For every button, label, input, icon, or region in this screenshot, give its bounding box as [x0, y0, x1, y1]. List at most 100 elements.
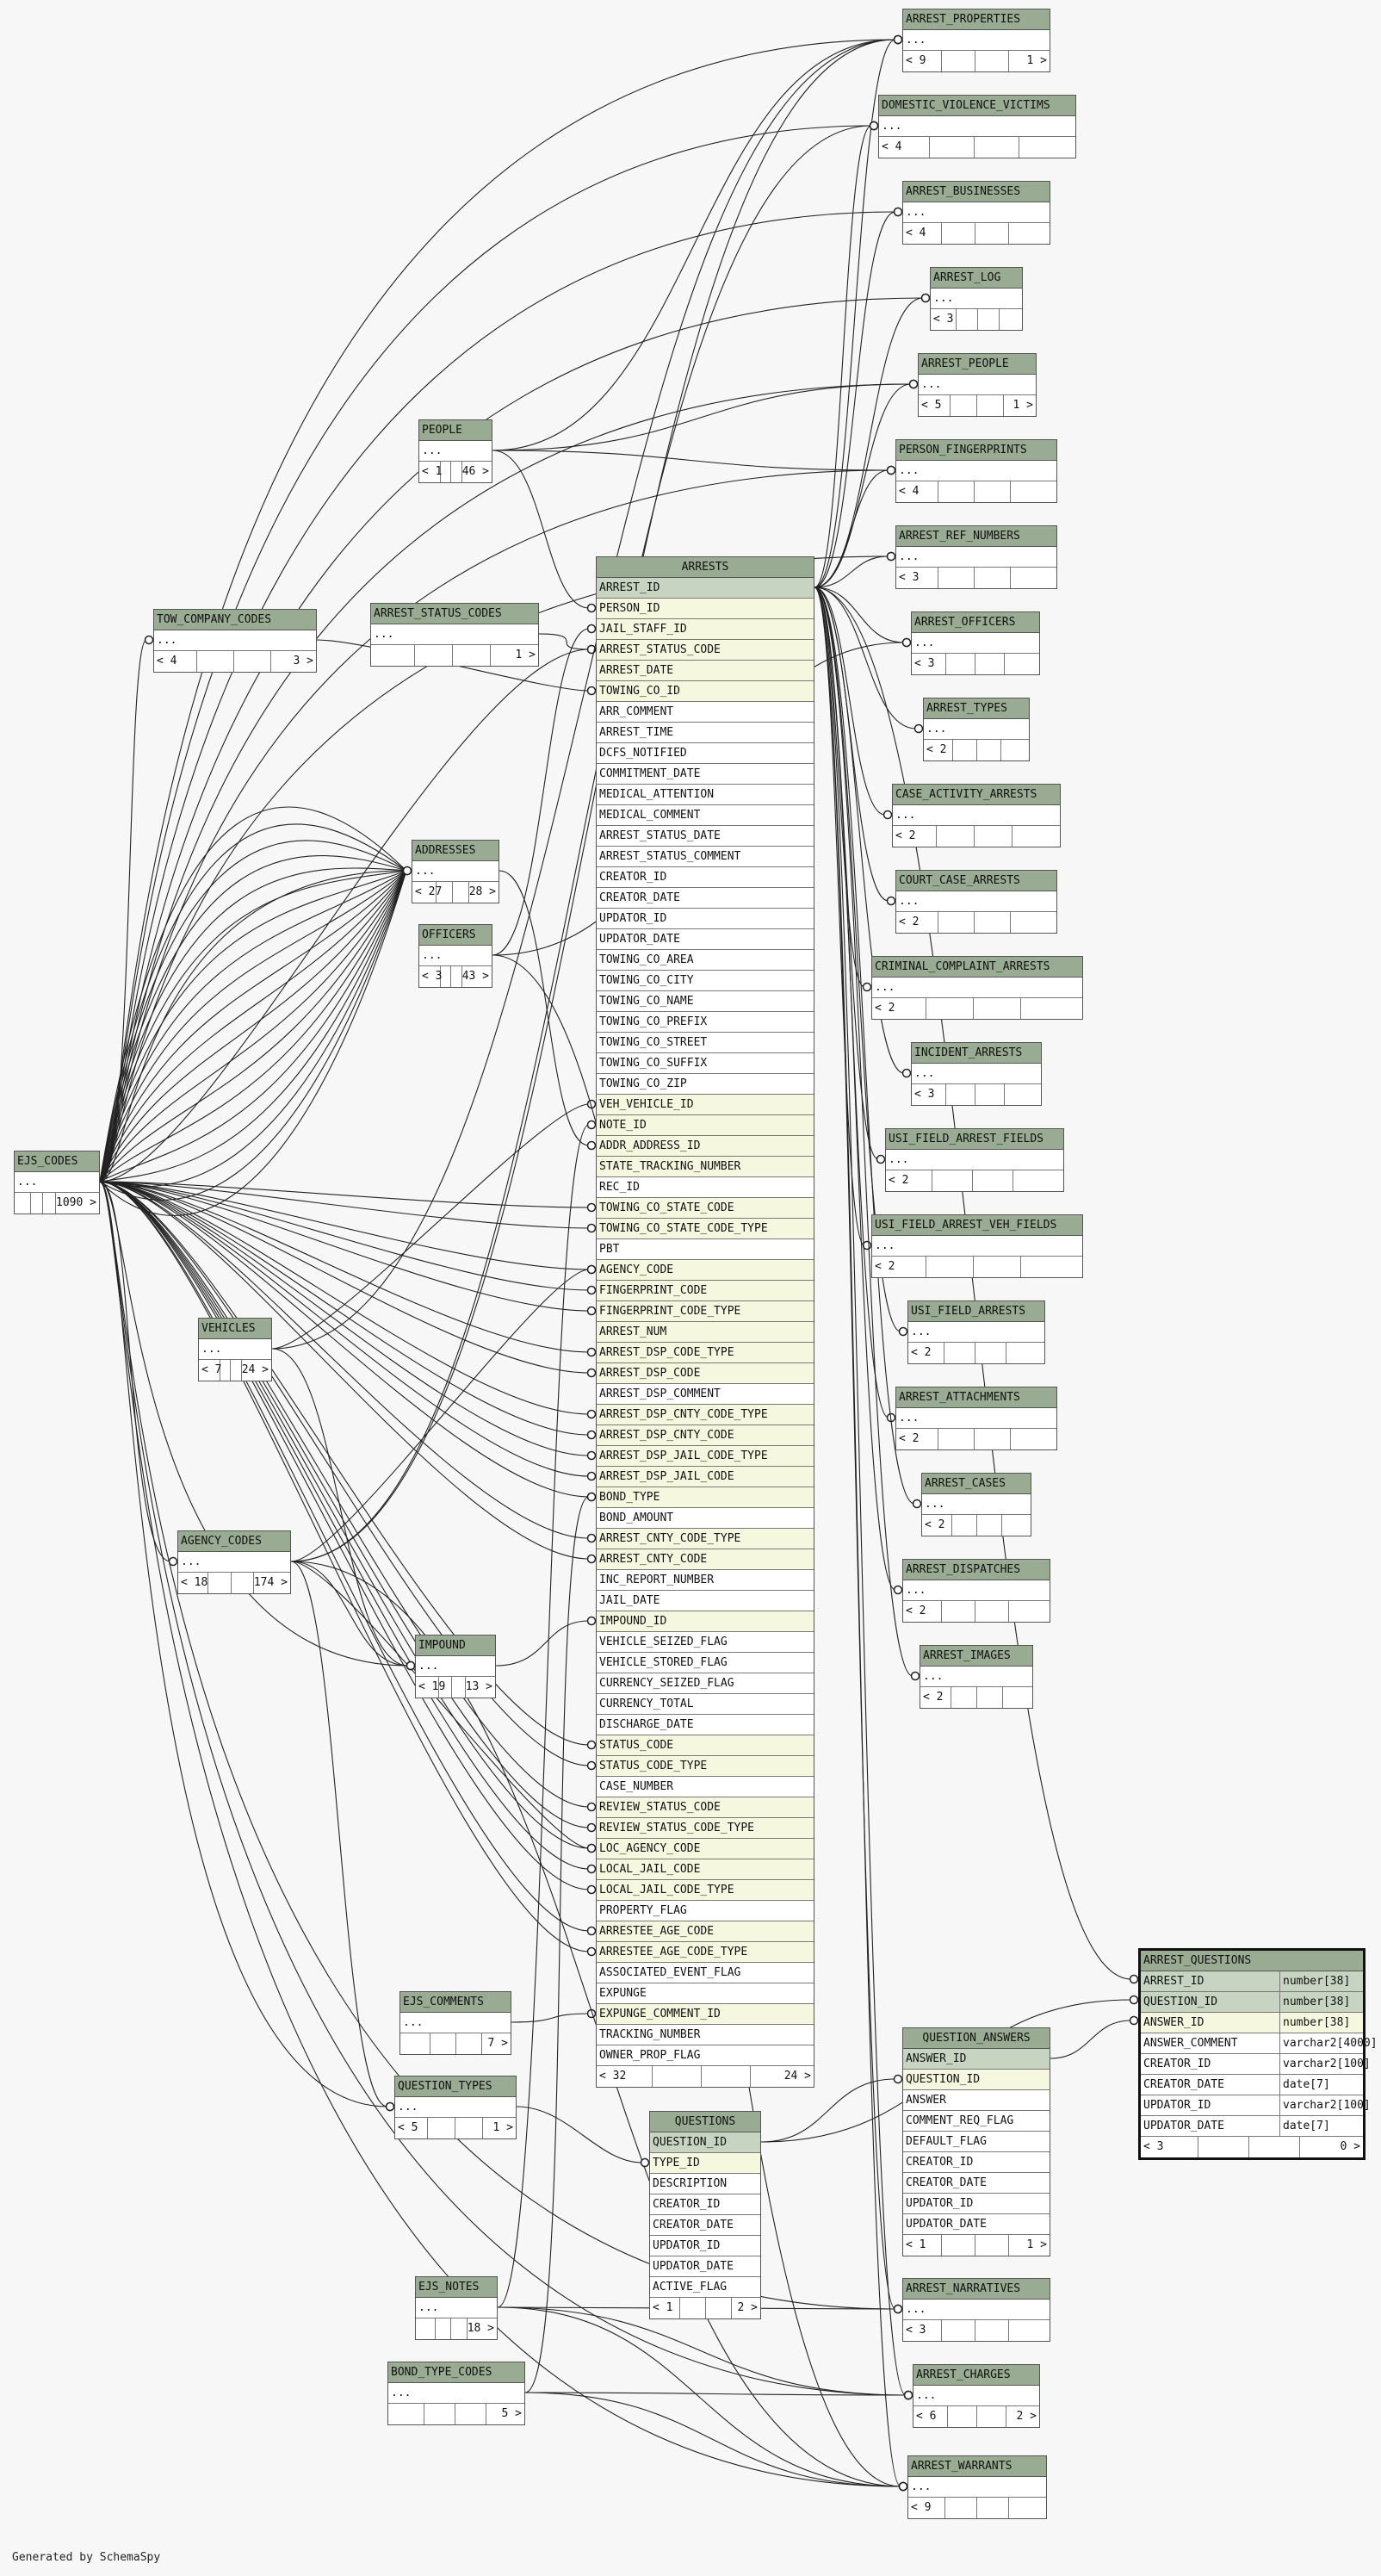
column-row[interactable]: NOTE_ID [597, 1115, 814, 1136]
table-title[interactable]: EJS_COMMENTS [400, 1992, 511, 2013]
table-arrest-businesses[interactable]: ARREST_BUSINESSES...< 4 [902, 181, 1050, 245]
column-row[interactable]: TOWING_CO_NAME [597, 991, 814, 1012]
column-row[interactable]: DISCHARGE_DATE [597, 1715, 814, 1735]
collapsed-columns[interactable]: ... [896, 547, 1056, 568]
column-row[interactable]: VEHICLE_SEIZED_FLAG [597, 1632, 814, 1653]
table-title[interactable]: USI_FIELD_ARRESTS [908, 1301, 1044, 1322]
table-title[interactable]: DOMESTIC_VIOLENCE_VICTIMS [879, 96, 1075, 116]
column-row[interactable]: AGENCY_CODE [597, 1260, 814, 1281]
table-title[interactable]: ARREST_WARRANTS [908, 2456, 1046, 2477]
column-row[interactable]: ARRESTEE_AGE_CODE [597, 1921, 814, 1942]
column-row[interactable]: BOND_TYPE [597, 1487, 814, 1508]
column-row[interactable]: ARREST_STATUS_CODE [597, 640, 814, 661]
table-title[interactable]: COURT_CASE_ARRESTS [896, 871, 1056, 891]
table-title[interactable]: ARREST_PEOPLE [919, 354, 1036, 375]
column-row[interactable]: VEH_VEHICLE_ID [597, 1095, 814, 1115]
column-row[interactable]: TOWING_CO_ID [597, 681, 814, 702]
table-court-case-arrests[interactable]: COURT_CASE_ARRESTS...< 2 [895, 870, 1057, 934]
table-bond-type-codes[interactable]: BOND_TYPE_CODES...5 > [387, 2362, 525, 2425]
column-row[interactable]: COMMENT_REQ_FLAG [903, 2111, 1050, 2132]
table-title[interactable]: ARRESTS [597, 557, 814, 578]
table-domestic-violence-victims[interactable]: DOMESTIC_VIOLENCE_VICTIMS...< 4 [878, 95, 1076, 158]
column-row[interactable]: QUESTION_ID [650, 2132, 760, 2153]
column-row[interactable]: LOCAL_JAIL_CODE_TYPE [597, 1880, 814, 1901]
column-row[interactable]: TOWING_CO_CITY [597, 971, 814, 991]
column-row[interactable]: TOWING_CO_STREET [597, 1033, 814, 1053]
column-row[interactable]: TOWING_CO_STATE_CODE [597, 1198, 814, 1219]
column-row[interactable]: STATUS_CODE [597, 1735, 814, 1756]
collapsed-columns[interactable]: ... [419, 441, 492, 462]
column-row[interactable]: PERSON_ID [597, 599, 814, 619]
collapsed-columns[interactable]: ... [154, 630, 316, 651]
column-row[interactable]: UPDATOR_DATE [650, 2256, 760, 2277]
table-arrest-images[interactable]: ARREST_IMAGES...< 2 [920, 1645, 1033, 1709]
column-row[interactable]: TOWING_CO_SUFFIX [597, 1053, 814, 1074]
table-title[interactable]: ARREST_OFFICERS [912, 612, 1039, 633]
collapsed-columns[interactable]: ... [872, 1236, 1082, 1257]
column-row[interactable]: ASSOCIATED_EVENT_FLAG [597, 1963, 814, 1983]
table-title[interactable]: ARREST_TYPES [924, 698, 1029, 719]
collapsed-columns[interactable]: ... [893, 805, 1060, 826]
column-row[interactable]: CURRENCY_TOTAL [597, 1694, 814, 1715]
collapsed-columns[interactable]: ... [400, 2013, 511, 2033]
collapsed-columns[interactable]: ... [15, 1172, 99, 1193]
column-row[interactable]: ARREST_DATE [597, 661, 814, 681]
column-row[interactable]: LOC_AGENCY_CODE [597, 1839, 814, 1859]
table-title[interactable]: ARREST_CASES [922, 1474, 1031, 1494]
collapsed-columns[interactable]: ... [412, 861, 499, 882]
table-arrest-ref-numbers[interactable]: ARREST_REF_NUMBERS...< 3 [895, 525, 1057, 589]
collapsed-columns[interactable]: ... [903, 2300, 1050, 2320]
table-case-activity-arrests[interactable]: CASE_ACTIVITY_ARRESTS...< 2 [892, 784, 1061, 847]
table-title[interactable]: ARREST_QUESTIONS [1141, 1951, 1363, 1971]
collapsed-columns[interactable]: ... [908, 2477, 1046, 2498]
table-title[interactable]: CASE_ACTIVITY_ARRESTS [893, 785, 1060, 805]
collapsed-columns[interactable]: ... [903, 30, 1050, 51]
column-row[interactable]: CASE_NUMBER [597, 1777, 814, 1797]
collapsed-columns[interactable]: ... [419, 946, 492, 966]
column-row[interactable]: ACTIVE_FLAG [650, 2277, 760, 2298]
column-row[interactable]: TYPE_ID [650, 2153, 760, 2174]
column-row[interactable]: CREATOR_DATE [650, 2215, 760, 2236]
column-row[interactable]: INC_REPORT_NUMBER [597, 1570, 814, 1591]
collapsed-columns[interactable]: ... [896, 461, 1056, 481]
column-row[interactable]: ARREST_DSP_CNTY_CODE_TYPE [597, 1405, 814, 1425]
column-row[interactable]: ARREST_DSP_CODE_TYPE [597, 1343, 814, 1363]
column-row[interactable]: MEDICAL_COMMENT [597, 805, 814, 826]
column-row[interactable]: UPDATOR_DATE [903, 2214, 1050, 2235]
column-row[interactable]: ARREST_STATUS_DATE [597, 826, 814, 847]
table-arrest-officers[interactable]: ARREST_OFFICERS...< 3 [911, 611, 1040, 675]
column-row[interactable]: ARREST_DSP_COMMENT [597, 1384, 814, 1405]
table-title[interactable]: ARREST_LOG [931, 268, 1022, 289]
column-row[interactable]: VEHICLE_STORED_FLAG [597, 1653, 814, 1673]
table-usi-field-arrests[interactable]: USI_FIELD_ARRESTS...< 2 [907, 1300, 1045, 1364]
column-row[interactable]: JAIL_STAFF_ID [597, 619, 814, 640]
collapsed-columns[interactable]: ... [922, 1494, 1031, 1515]
table-title[interactable]: OFFICERS [419, 925, 492, 946]
table-usi-field-arrest-veh-fields[interactable]: USI_FIELD_ARREST_VEH_FIELDS...< 2 [871, 1214, 1083, 1278]
table-title[interactable]: ARREST_PROPERTIES [903, 9, 1050, 30]
column-row[interactable]: TRACKING_NUMBER [597, 2025, 814, 2045]
column-row[interactable]: REC_ID [597, 1177, 814, 1198]
table-arrest-log[interactable]: ARREST_LOG...< 3 [930, 267, 1023, 331]
table-title[interactable]: EJS_NOTES [416, 2277, 497, 2298]
table-title[interactable]: PEOPLE [419, 420, 492, 441]
column-row[interactable]: CREATOR_DATE [903, 2173, 1050, 2194]
column-row[interactable]: JAIL_DATE [597, 1591, 814, 1611]
column-row[interactable]: CURRENCY_SEIZED_FLAG [597, 1673, 814, 1694]
collapsed-columns[interactable]: ... [896, 891, 1056, 912]
column-row[interactable]: UPDATOR_DATE [597, 929, 814, 950]
